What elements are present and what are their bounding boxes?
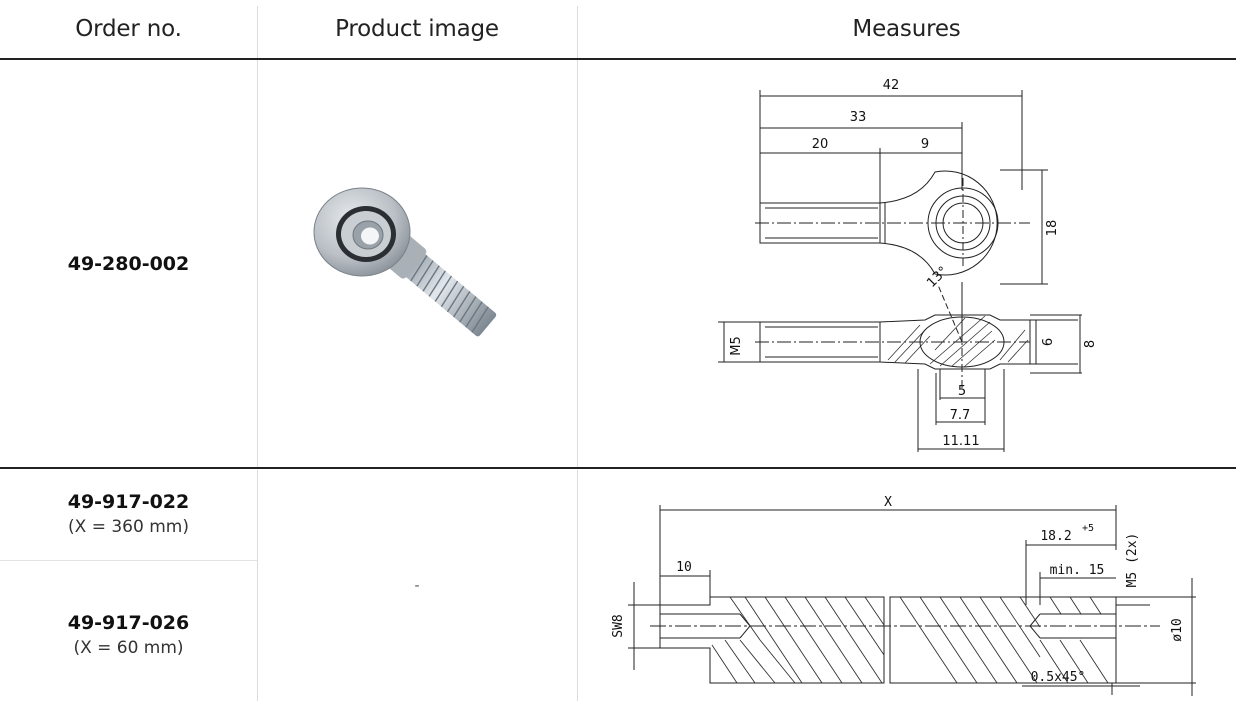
dim-42: 42 xyxy=(883,78,900,93)
dim-x: X xyxy=(884,495,892,510)
dim-33: 33 xyxy=(850,110,867,125)
image-placeholder: - xyxy=(414,578,420,594)
order-cell: 49-917-026 (X = 60 mm) xyxy=(0,612,257,658)
column-divider xyxy=(577,6,578,468)
dim-7-7: 7.7 xyxy=(950,408,971,423)
column-divider xyxy=(257,6,258,468)
dim-13deg: 13° xyxy=(924,264,951,291)
sub-row-divider xyxy=(0,560,257,561)
order-number: 49-917-026 xyxy=(67,612,190,634)
order-number: 49-280-002 xyxy=(67,253,190,275)
dim-tolerance: +5 xyxy=(1082,523,1094,534)
dim-min-15: min. 15 xyxy=(1050,563,1105,578)
header-rule xyxy=(0,58,1236,60)
column-divider xyxy=(257,470,258,701)
dim-18-2: 18.2 xyxy=(1040,529,1071,544)
dim-18: 18 xyxy=(1045,220,1060,237)
threaded-rod-drawing: X 18.2 +5 min. 15 M5 (2x) 10 SW8 xyxy=(611,495,1196,696)
rod-end-product-image xyxy=(313,187,497,337)
dim-20: 20 xyxy=(812,137,829,152)
dim-sw8: SW8 xyxy=(611,614,626,637)
order-cell: 49-280-002 xyxy=(0,253,257,275)
rod-end-drawing: 42 33 20 9 18 13° M5 6 8 5 7.7 11.11 xyxy=(718,78,1098,452)
dim-10: 10 xyxy=(676,560,692,575)
dim-9: 9 xyxy=(921,137,929,152)
header-measures: Measures xyxy=(852,16,961,42)
dim-6: 6 xyxy=(1041,338,1056,346)
order-number: 49-917-022 xyxy=(67,491,190,513)
header-product-image: Product image xyxy=(335,16,499,42)
row-divider xyxy=(0,467,1236,469)
header-order-no: Order no. xyxy=(75,16,182,42)
order-variant: (X = 360 mm) xyxy=(68,517,189,537)
order-cell: 49-917-022 (X = 360 mm) xyxy=(0,491,257,537)
order-variant: (X = 60 mm) xyxy=(73,638,184,658)
dim-5: 5 xyxy=(958,384,966,399)
dim-m5-2x: M5 (2x) xyxy=(1125,533,1140,588)
dim-m5: M5 xyxy=(729,336,744,356)
dim-dia-10: ø10 xyxy=(1170,618,1185,641)
dim-11-11: 11.11 xyxy=(942,434,979,449)
dim-chamfer: 0.5x45° xyxy=(1031,670,1086,685)
dim-8: 8 xyxy=(1083,340,1098,348)
column-divider xyxy=(577,470,578,701)
